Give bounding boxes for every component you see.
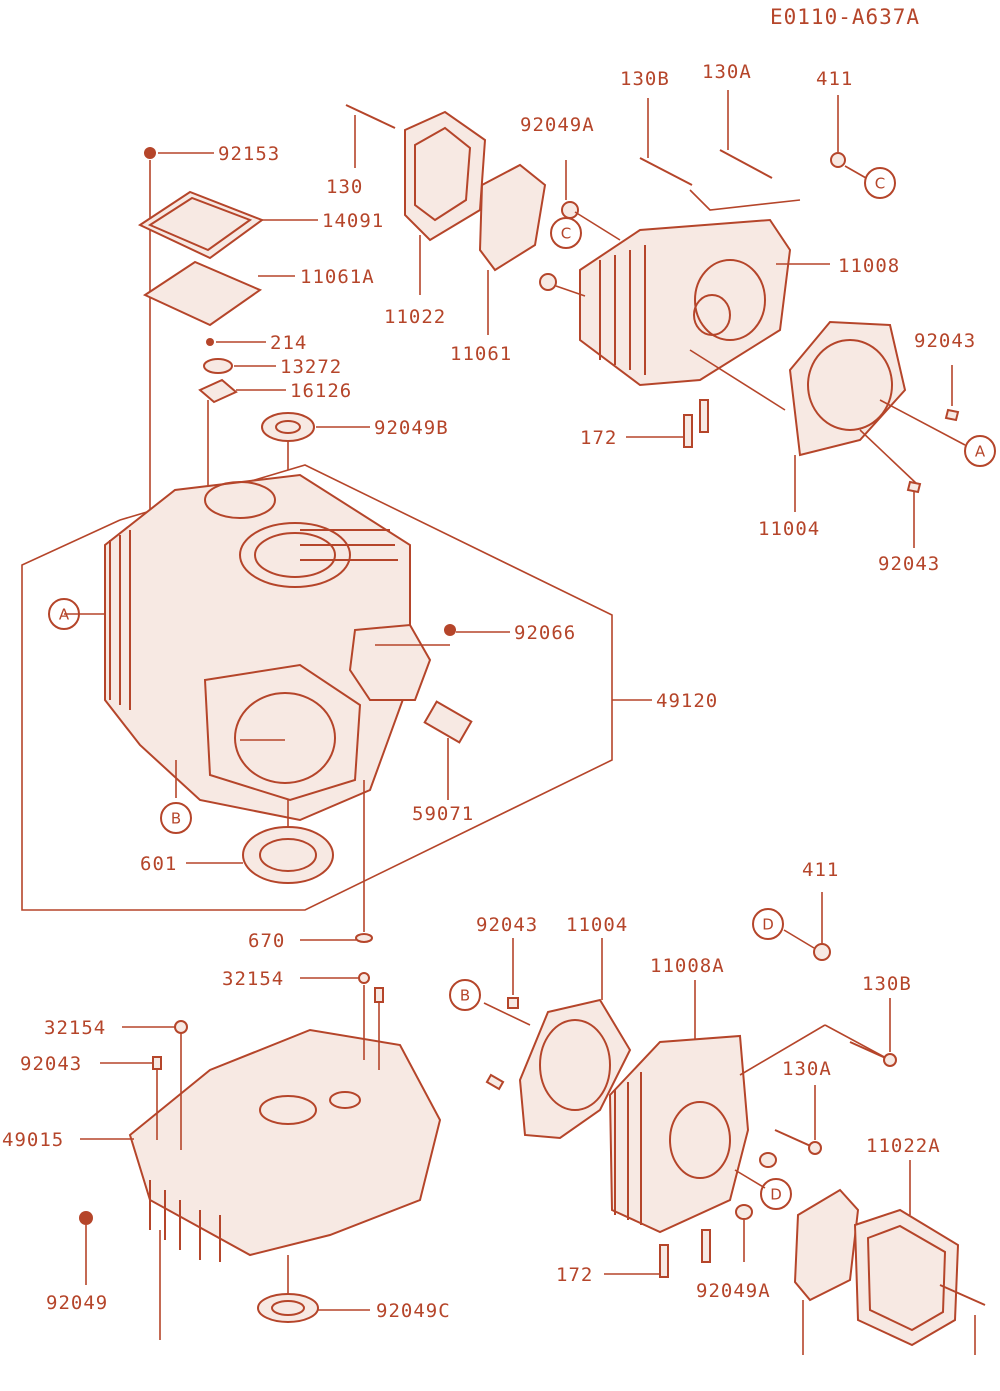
callout-92043-left: 92043 <box>20 1053 82 1075</box>
callout-411-bot: 411 <box>802 859 839 881</box>
callout-32154-a: 32154 <box>222 968 284 990</box>
diagram-code: E0110-A637A <box>770 5 920 29</box>
callout-92043-right1: 92043 <box>914 330 976 352</box>
cylinder-head-top <box>539 90 966 548</box>
callout-670: 670 <box>248 930 285 952</box>
callout-13272: 13272 <box>280 356 342 378</box>
callout-92043-mid: 92043 <box>476 914 538 936</box>
callout-92049A-top: 92049A <box>520 114 595 136</box>
cover-plate-group <box>137 147 370 540</box>
gasket-11061-shape <box>478 163 547 272</box>
ref-marker-B-left: B <box>160 802 192 834</box>
gasket-11004-bottom-shape <box>518 998 632 1140</box>
callout-49015: 49015 <box>2 1129 64 1151</box>
ref-marker-B-mid: B <box>449 979 481 1011</box>
assembly-bracket <box>21 464 613 911</box>
callout-92049: 92049 <box>46 1292 108 1314</box>
callout-411-top: 411 <box>816 68 853 90</box>
callout-11061A: 11061A <box>300 266 375 288</box>
callout-92153: 92153 <box>218 143 280 165</box>
ref-marker-C-top: C <box>550 217 582 249</box>
callout-49120: 49120 <box>656 690 718 712</box>
oil-pan-shape <box>128 1028 442 1257</box>
gasket-11061A-shape <box>142 260 263 327</box>
callout-130A-top: 130A <box>702 61 752 83</box>
ref-B-left-text: B <box>171 810 181 828</box>
ref-marker-A-right: A <box>964 435 996 467</box>
callout-59071: 59071 <box>412 803 474 825</box>
callout-214: 214 <box>270 332 307 354</box>
rocker-cover-group <box>345 104 547 335</box>
callout-130B-bot: 130B <box>862 973 912 995</box>
callout-11008: 11008 <box>838 255 900 277</box>
callout-11022A: 11022A <box>866 1135 941 1157</box>
callout-130B-top: 130B <box>620 68 670 90</box>
ref-C-top-text: C <box>561 225 571 243</box>
ref-A-right-text: A <box>975 443 986 461</box>
callout-92043-right2: 92043 <box>878 553 940 575</box>
ref-C-right-text: C <box>875 175 885 193</box>
callout-14091: 14091 <box>322 210 384 232</box>
head-11008A-shape <box>608 1034 750 1234</box>
callout-172-bot: 172 <box>556 1264 593 1286</box>
callout-11008A: 11008A <box>650 955 725 977</box>
callout-92049B: 92049B <box>374 417 449 439</box>
callout-172-top: 172 <box>580 427 617 449</box>
callout-130: 130 <box>326 176 363 198</box>
callout-130A-bot: 130A <box>782 1058 832 1080</box>
callout-11004-bot: 11004 <box>566 914 628 936</box>
ref-D-bot-text: D <box>770 1186 782 1204</box>
callout-11061: 11061 <box>450 343 512 365</box>
callout-92049A-bot: 92049A <box>696 1280 771 1302</box>
callout-16126: 16126 <box>290 380 352 402</box>
rocker-cover-11022-shape <box>404 110 487 242</box>
gasket-lower-shape <box>793 1188 860 1302</box>
callout-601: 601 <box>140 853 177 875</box>
head-11008-shape <box>579 218 792 387</box>
ref-marker-D-top: D <box>752 908 784 940</box>
oil-pan-49015 <box>79 972 442 1340</box>
ref-B-mid-text: B <box>460 987 470 1005</box>
cylinder-head-bottom <box>483 892 986 1355</box>
crankcase-49120 <box>64 473 652 943</box>
callout-32154-b: 32154 <box>44 1017 106 1039</box>
callout-11004-top: 11004 <box>758 518 820 540</box>
ref-marker-A-left: A <box>48 598 80 630</box>
ref-marker-C-right: C <box>864 167 896 199</box>
ref-A-left-text: A <box>59 606 70 624</box>
ref-marker-D-bot: D <box>760 1178 792 1210</box>
callout-92049C: 92049C <box>376 1300 451 1322</box>
callout-11022: 11022 <box>384 306 446 328</box>
ref-D-top-text: D <box>762 916 774 934</box>
callout-92066: 92066 <box>514 622 576 644</box>
bolt-92153-shape <box>144 147 156 159</box>
